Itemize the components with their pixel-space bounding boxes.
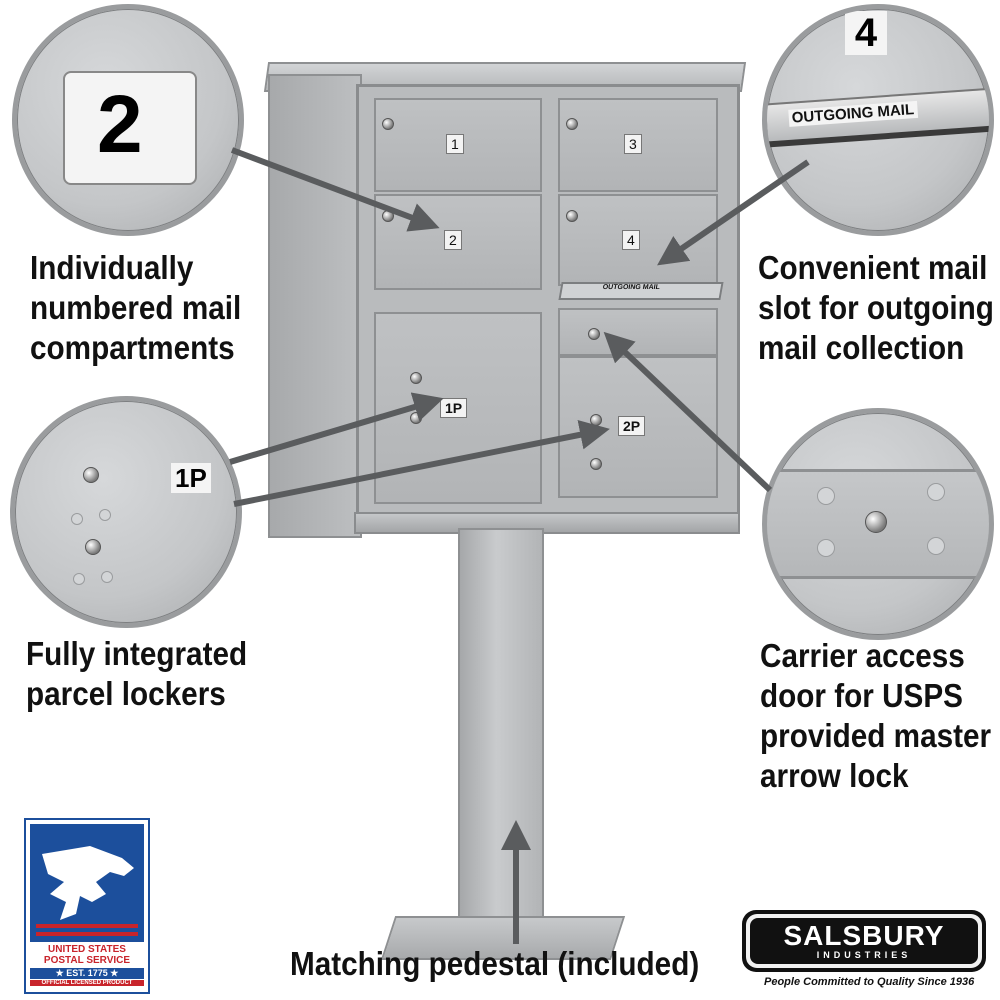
- feature-line: mail collection: [758, 329, 965, 366]
- rivet-icon: [817, 487, 835, 505]
- salsbury-tagline: People Committed to Quality Since 1936: [764, 976, 975, 988]
- feature-line: arrow lock: [760, 757, 909, 794]
- door-label-1: 1: [446, 134, 464, 154]
- number-plate-text: 2: [97, 79, 143, 170]
- rivet-icon: [101, 571, 113, 583]
- cabinet-bottom: [354, 512, 740, 534]
- salsbury-badge: SALSBURY INDUSTRIES: [742, 910, 986, 972]
- door-label-2: 2: [444, 230, 462, 250]
- usps-text-3: ★ EST. 1775 ★: [30, 968, 144, 979]
- feature-line: numbered mail: [30, 289, 242, 326]
- lock-icon: [83, 467, 99, 483]
- salsbury-logo: SALSBURY INDUSTRIES People Committed to …: [742, 910, 992, 996]
- usps-text-2: POSTAL SERVICE: [43, 955, 131, 966]
- lock-icon: [85, 539, 101, 555]
- salsbury-name: SALSBURY: [783, 920, 945, 951]
- arrow-to-door-2: [230, 147, 440, 232]
- arrow-to-outgoing-slot: [657, 159, 810, 266]
- lock-icon: [588, 328, 600, 340]
- feature-pedestal: Matching pedestal (included): [290, 944, 699, 984]
- door-label-3: 3: [624, 134, 642, 154]
- feature-outgoing: Convenient mail slot for outgoing mail c…: [758, 248, 994, 368]
- lock-icon: [590, 458, 602, 470]
- feature-compartments: Individually numbered mail compartments: [30, 248, 241, 368]
- carrier-access-door[interactable]: [558, 308, 718, 356]
- parcel-closeup-label: 1P: [171, 463, 211, 493]
- lock-icon: [382, 118, 394, 130]
- usps-text-1: UNITED STATES: [48, 944, 126, 955]
- usps-license-logo: UNITED STATES POSTAL SERVICE ★ EST. 1775…: [24, 818, 150, 994]
- feature-line: door for USPS: [760, 677, 963, 714]
- feature-line: Carrier access: [760, 637, 965, 674]
- feature-carrier: Carrier access door for USPS provided ma…: [760, 636, 991, 796]
- door-label-1p: 1P: [440, 398, 468, 418]
- callout-parcel-locker: 1P: [10, 396, 242, 628]
- number-plate: 2: [63, 71, 197, 185]
- lock-icon: [410, 372, 422, 384]
- feature-line: slot for outgoing: [758, 289, 994, 326]
- callout-outgoing-slot: 4 OUTGOING MAIL: [762, 4, 994, 236]
- usps-text-4: OFFICIAL LICENSED PRODUCT: [30, 980, 144, 986]
- callout-numbered-compartment: 2: [12, 4, 244, 236]
- callout-carrier-lock: [762, 408, 994, 640]
- arrow-to-1p: [229, 392, 444, 465]
- pedestal-post: [458, 528, 544, 924]
- feature-line: compartments: [30, 329, 235, 366]
- door-label-2p: 2P: [618, 416, 646, 436]
- feature-line: Individually: [30, 249, 194, 286]
- number-four-text: 4: [845, 11, 887, 55]
- feature-parcel: Fully integrated parcel lockers: [26, 634, 247, 714]
- feature-line: parcel lockers: [26, 675, 226, 712]
- eagle-icon: [36, 846, 138, 936]
- rivet-icon: [99, 509, 111, 521]
- lock-icon: [566, 210, 578, 222]
- rivet-icon: [73, 573, 85, 585]
- feature-line: Convenient mail: [758, 249, 988, 286]
- lock-icon: [865, 511, 887, 533]
- door-label-4: 4: [622, 230, 640, 250]
- rivet-icon: [927, 483, 945, 501]
- lock-icon: [566, 118, 578, 130]
- cabinet-side: [268, 74, 362, 538]
- feature-line: Fully integrated: [26, 635, 248, 672]
- mailbox-unit: OUTGOING MAIL 1 3 2 4 1P 2P: [260, 60, 747, 1000]
- rivet-icon: [927, 537, 945, 555]
- salsbury-sub: INDUSTRIES: [816, 950, 912, 960]
- rivet-icon: [71, 513, 83, 525]
- feature-line: Matching pedestal (included): [290, 945, 700, 982]
- usps-eagle-panel: [30, 824, 144, 942]
- arrow-to-carrier-lock: [603, 331, 773, 493]
- rivet-icon: [817, 539, 835, 557]
- feature-line: provided master: [760, 717, 992, 754]
- arrow-to-2p: [233, 419, 610, 507]
